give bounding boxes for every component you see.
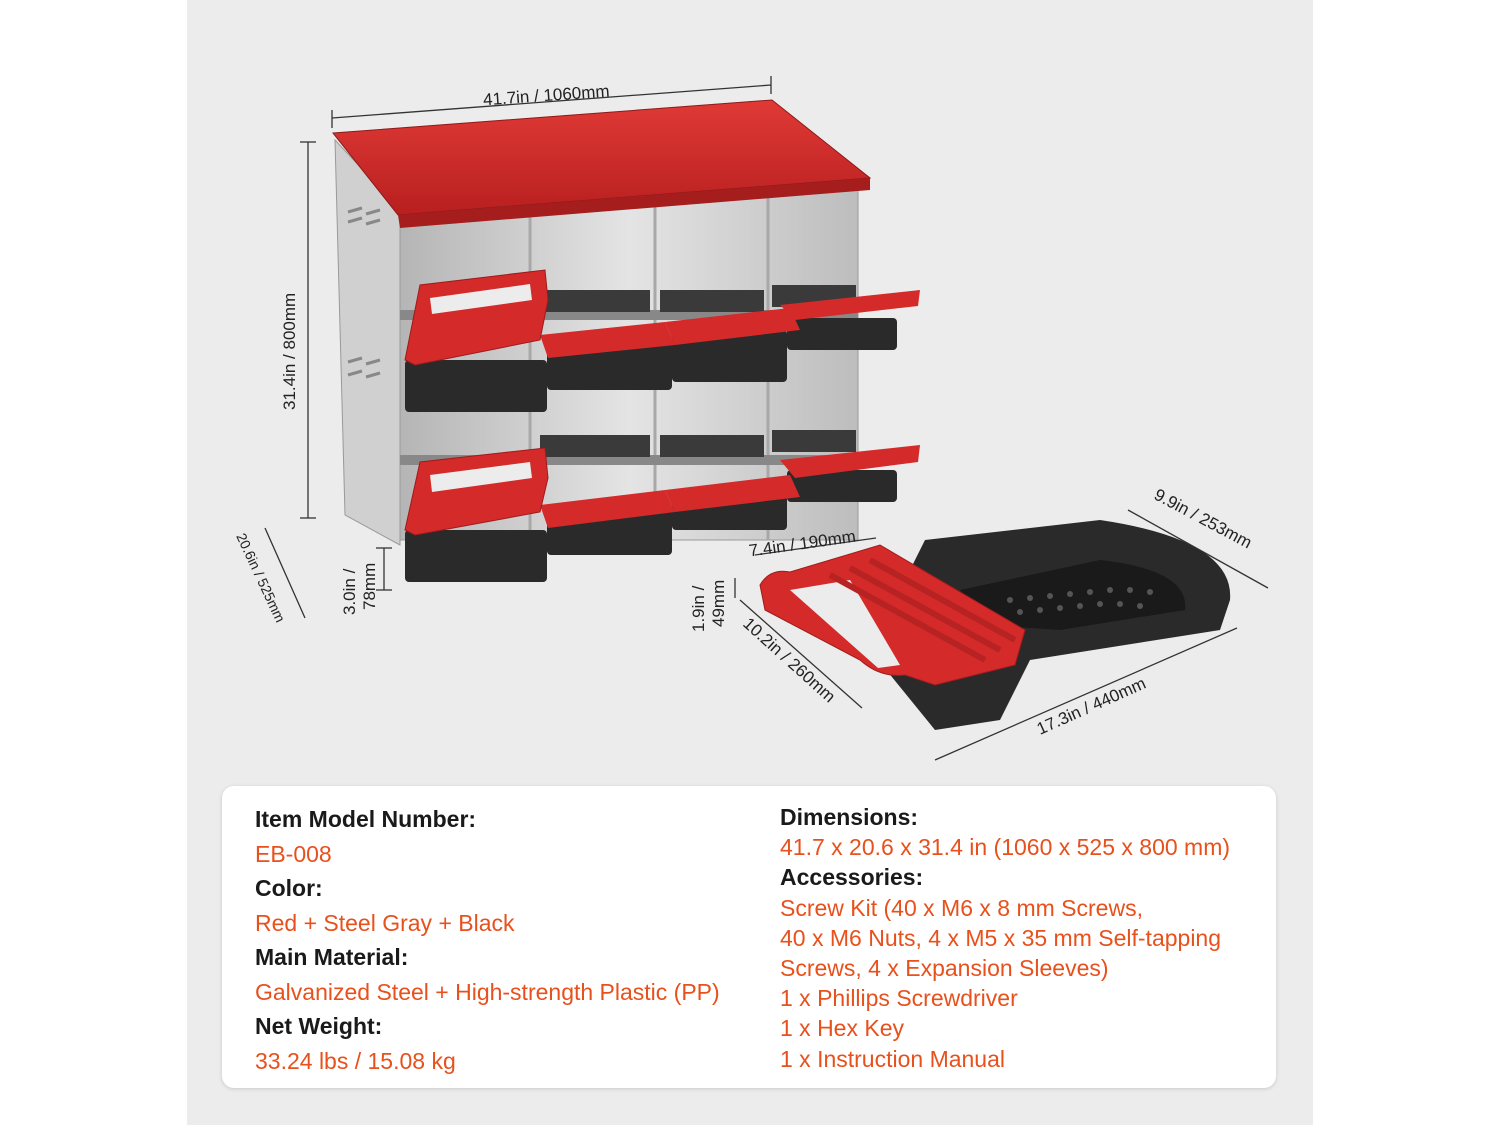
specifications-card: Item Model Number: EB-008 Color: Red + S… bbox=[222, 786, 1276, 1088]
bottom-row-trays bbox=[404, 445, 920, 582]
material-label: Main Material: bbox=[255, 944, 409, 970]
accessory-line: 1 x Phillips Screwdriver bbox=[780, 985, 1018, 1012]
dim-opening-1: 3.0in / bbox=[340, 568, 359, 615]
accessories-label: Accessories: bbox=[780, 864, 924, 891]
accessory-line: Screw Kit (40 x M6 x 8 mm Screws, bbox=[780, 894, 1143, 921]
weight-label: Net Weight: bbox=[255, 1013, 383, 1039]
dim-box-length: 17.3in / 440mm bbox=[1034, 674, 1149, 739]
weight-value: 33.24 lbs / 15.08 kg bbox=[255, 1047, 456, 1074]
model-label: Item Model Number: bbox=[255, 806, 477, 832]
nesting-box-illustration: 41.7in / 1060mm 31.4in / 800mm 20.6in / … bbox=[233, 76, 1269, 761]
dimensions-value: 41.7 x 20.6 x 31.4 in (1060 x 525 x 800 … bbox=[780, 834, 1231, 861]
accessory-line: Screws, 4 x Expansion Sleeves) bbox=[780, 955, 1109, 982]
dimension-lines bbox=[264, 76, 1269, 761]
color-value: Red + Steel Gray + Black bbox=[255, 909, 515, 936]
model-value: EB-008 bbox=[255, 840, 332, 867]
accessory-line: 1 x Hex Key bbox=[780, 1015, 904, 1042]
single-nest-box bbox=[759, 520, 1231, 730]
dimensions-label: Dimensions: bbox=[780, 804, 919, 830]
color-label: Color: bbox=[255, 875, 323, 901]
dim-depth: 20.6in / 525mm bbox=[233, 531, 288, 625]
dim-box-height-1: 1.9in / bbox=[689, 585, 708, 632]
dim-height: 31.4in / 800mm bbox=[280, 293, 299, 410]
dim-box-height-2: 49mm bbox=[709, 580, 728, 627]
dim-opening-2: 78mm bbox=[360, 563, 379, 610]
dim-width: 41.7in / 1060mm bbox=[482, 82, 610, 110]
top-row-trays bbox=[404, 269, 920, 412]
specs-right-column: Dimensions: 41.7 x 20.6 x 31.4 in (1060 … bbox=[780, 802, 1260, 1074]
accessory-line: 40 x M6 Nuts, 4 x M5 x 35 mm Self-tappin… bbox=[780, 924, 1222, 951]
material-value: Galvanized Steel + High-strength Plastic… bbox=[255, 978, 720, 1005]
specs-left-column: Item Model Number: EB-008 Color: Red + S… bbox=[255, 802, 755, 1078]
accessory-line: 1 x Instruction Manual bbox=[780, 1045, 1006, 1072]
